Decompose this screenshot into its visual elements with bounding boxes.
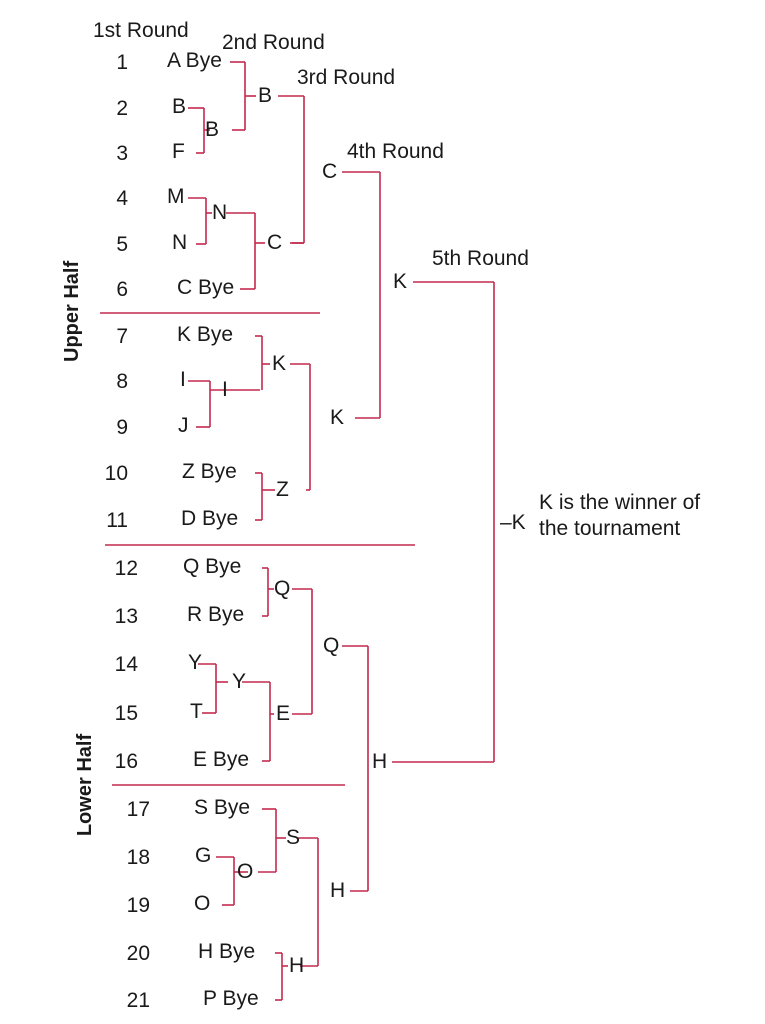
- round-heading-5: 5th Round: [432, 247, 529, 270]
- entry-team: R Bye: [187, 603, 245, 626]
- entry-number: 1: [116, 51, 128, 74]
- entry-number: 15: [114, 702, 138, 725]
- round2-winner: C: [267, 231, 283, 254]
- round4-winner: K: [393, 270, 408, 293]
- entry-team: K Bye: [177, 323, 234, 346]
- round1-winner: N: [212, 201, 228, 224]
- round4-winner: H: [372, 750, 388, 773]
- round2-winner: Z: [276, 478, 289, 501]
- entry-team: I: [180, 368, 186, 391]
- round3-winner: H: [330, 879, 346, 902]
- round1-winner: B: [205, 118, 220, 141]
- entry-team: A Bye: [167, 49, 222, 72]
- entry-team: O: [194, 892, 211, 915]
- entry-team: J: [178, 414, 189, 437]
- round2-winner: H: [289, 954, 305, 977]
- entry-number: 13: [114, 605, 138, 628]
- round2-winner: E: [276, 702, 291, 725]
- round-heading-1: 1st Round: [93, 19, 189, 42]
- round3-winner: Q: [323, 634, 340, 657]
- entry-number: 14: [114, 653, 138, 676]
- entry-number: 6: [116, 278, 128, 301]
- round2-winner: B: [258, 84, 273, 107]
- entry-team: P Bye: [203, 987, 259, 1010]
- entry-team: T: [190, 700, 203, 723]
- entry-team: Z Bye: [182, 460, 237, 483]
- entry-team: F: [172, 140, 185, 163]
- entry-team: Y: [188, 651, 203, 674]
- entry-number: 4: [116, 187, 128, 210]
- entry-team: E Bye: [193, 748, 250, 771]
- entry-number: 21: [126, 989, 150, 1012]
- entry-team: M: [167, 185, 185, 208]
- round-heading-3: 3rd Round: [297, 66, 396, 89]
- round-heading-4: 4th Round: [347, 140, 444, 163]
- entry-number: 18: [126, 846, 150, 869]
- entry-number: 9: [116, 416, 128, 439]
- entry-team: S Bye: [194, 796, 251, 819]
- entry-number: 7: [116, 325, 128, 348]
- entry-number: 2: [116, 97, 128, 120]
- entry-number: 19: [126, 894, 150, 917]
- entry-number: 3: [116, 142, 128, 165]
- entry-team: Q Bye: [183, 555, 242, 578]
- round2-winner: Q: [274, 577, 291, 600]
- round1-winner: Y: [232, 670, 247, 693]
- final-winner-mark: –K: [500, 511, 526, 534]
- lower-half-label: Lower Half: [74, 733, 96, 837]
- entry-number: 12: [114, 557, 138, 580]
- entry-number: 16: [114, 750, 138, 773]
- entry-team: B: [172, 95, 187, 118]
- entry-number: 20: [126, 942, 150, 965]
- entry-number: 11: [106, 509, 128, 532]
- upper-half-label: Upper Half: [61, 260, 83, 362]
- round3-winner: K: [330, 406, 345, 429]
- entry-number: 8: [116, 370, 128, 393]
- entry-team: N: [172, 231, 188, 254]
- round-heading-2: 2nd Round: [222, 31, 325, 54]
- round3-winner: C: [322, 160, 338, 183]
- round1-winner: I: [222, 378, 228, 401]
- entry-team: C Bye: [177, 276, 235, 299]
- entry-number: 10: [104, 462, 128, 485]
- round2-winner: S: [286, 826, 301, 849]
- entry-team: D Bye: [181, 507, 239, 530]
- entry-team: G: [195, 844, 212, 867]
- entry-number: 17: [126, 798, 150, 821]
- round2-winner: K: [272, 352, 287, 375]
- entry-team: H Bye: [198, 940, 256, 963]
- winner-note: K is the winner of the tournament: [539, 491, 701, 540]
- round1-winner: O: [237, 860, 254, 883]
- entry-number: 5: [116, 233, 128, 256]
